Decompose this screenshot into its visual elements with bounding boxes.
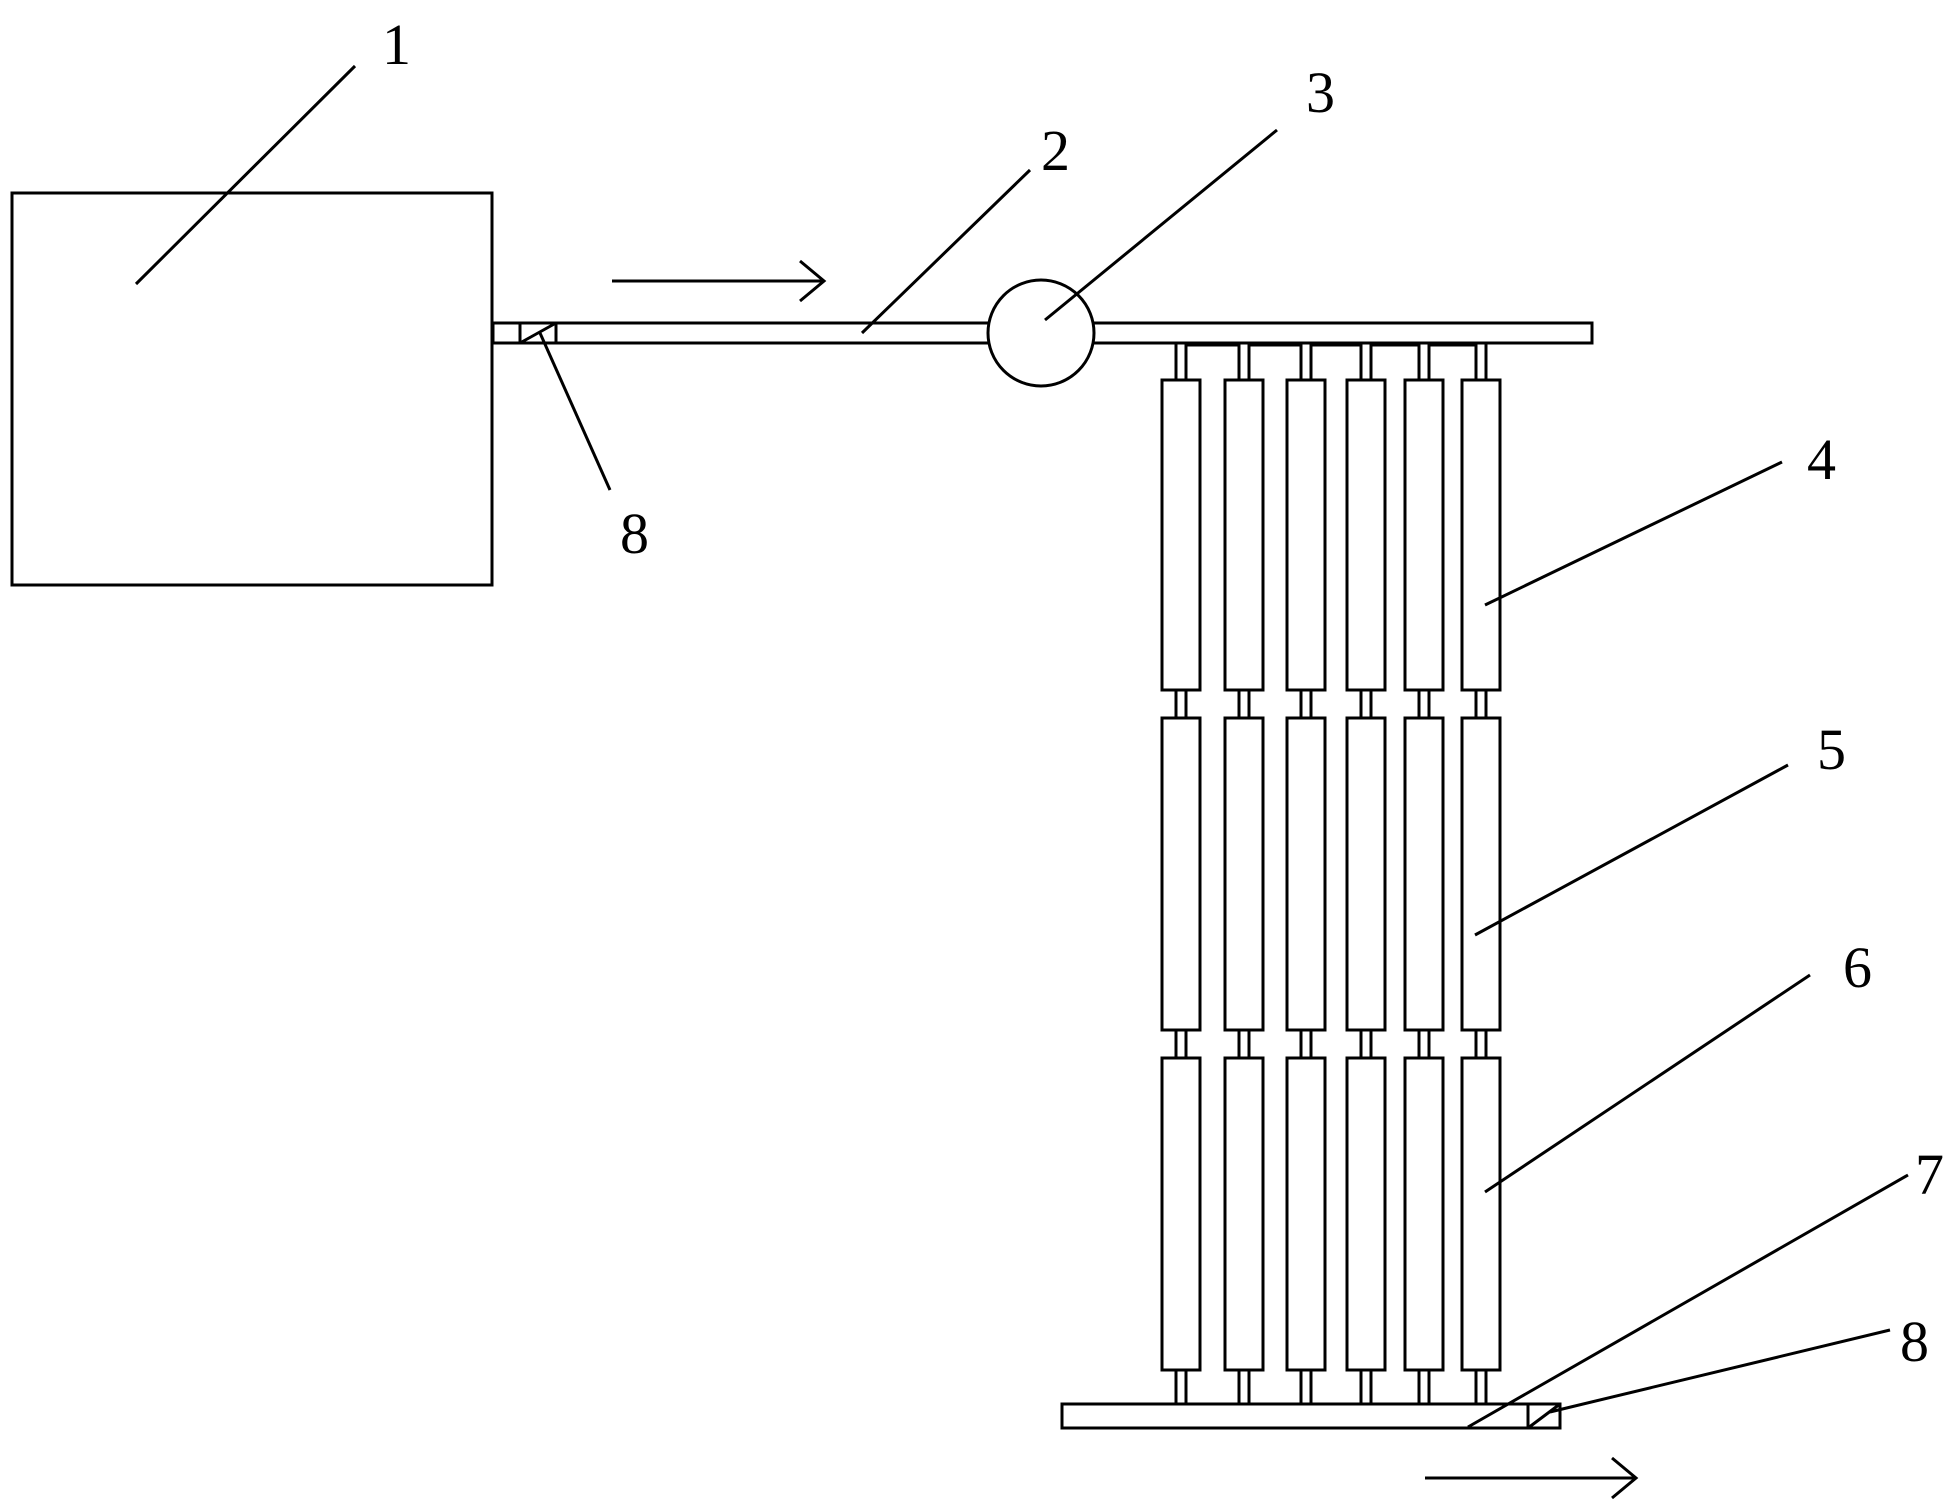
connector-top: [1299, 341, 1313, 382]
label-3: 3: [1306, 60, 1335, 125]
tube-upper: [1160, 378, 1202, 692]
connector-mid: [1174, 688, 1188, 720]
label-6: 6: [1843, 935, 1872, 1000]
connector-mid: [1174, 1028, 1188, 1060]
connector-mid: [1359, 1028, 1373, 1060]
tube-middle: [1403, 716, 1445, 1032]
tube-lower: [1345, 1056, 1387, 1372]
label-8-inlet: 8: [620, 501, 649, 566]
outlet-pipe: [1060, 1402, 1562, 1430]
leader-8a: [538, 332, 612, 491]
tube-upper: [1460, 378, 1502, 692]
tube-middle: [1460, 716, 1502, 1032]
leader-lines: [134, 64, 1909, 1429]
flow-arrow-inlet: [612, 259, 827, 303]
label-2: 2: [1041, 118, 1070, 183]
tube-upper: [1285, 378, 1327, 692]
tube-lower: [1285, 1056, 1327, 1372]
connector-mid: [1299, 688, 1313, 720]
leader-1: [134, 64, 357, 286]
tube-lower: [1160, 1056, 1202, 1372]
label-7: 7: [1915, 1142, 1944, 1207]
connector-top: [1237, 341, 1251, 382]
tube-middle: [1223, 716, 1265, 1032]
leader-2: [860, 168, 1032, 335]
tube-middle: [1160, 716, 1202, 1032]
tube-upper: [1223, 378, 1265, 692]
tube-upper: [1403, 378, 1445, 692]
label-8-outlet: 8: [1900, 1309, 1929, 1374]
connector-mid: [1299, 1028, 1313, 1060]
label-1: 1: [382, 12, 411, 77]
tube-lower: [1223, 1056, 1265, 1372]
connector-top: [1359, 341, 1373, 382]
connector-mid: [1359, 688, 1373, 720]
label-5: 5: [1817, 717, 1846, 782]
leader-7: [1467, 1173, 1909, 1429]
connector-top: [1417, 341, 1431, 382]
leader-4: [1484, 460, 1783, 607]
leader-3: [1044, 128, 1278, 322]
connector-top: [1174, 341, 1188, 382]
connector-bottom: [1417, 1368, 1431, 1406]
valve-inlet: [518, 321, 558, 345]
tube-middle: [1285, 716, 1327, 1032]
connector-mid: [1417, 1028, 1431, 1060]
leader-6: [1484, 973, 1811, 1194]
connector-top: [1474, 341, 1488, 382]
tank: [10, 191, 494, 587]
leader-8b: [1549, 1328, 1891, 1414]
flow-arrow-outlet: [1425, 1456, 1639, 1500]
connector-bottom: [1237, 1368, 1251, 1406]
connector-bottom: [1174, 1368, 1188, 1406]
tube-bank: [1160, 341, 1502, 1406]
tube-lower: [1460, 1056, 1502, 1372]
leader-5: [1474, 763, 1789, 937]
connector-mid: [1417, 688, 1431, 720]
connector-bottom: [1359, 1368, 1373, 1406]
connector-mid: [1237, 1028, 1251, 1060]
tube-middle: [1345, 716, 1387, 1032]
connector-mid: [1474, 688, 1488, 720]
tube-lower: [1403, 1056, 1445, 1372]
label-4: 4: [1807, 427, 1836, 492]
connector-bottom: [1474, 1368, 1488, 1406]
connector-bottom: [1299, 1368, 1313, 1406]
connector-mid: [1474, 1028, 1488, 1060]
connector-mid: [1237, 688, 1251, 720]
tube-upper: [1345, 378, 1387, 692]
valve-outlet: [1526, 1402, 1562, 1430]
pump: [986, 278, 1096, 388]
